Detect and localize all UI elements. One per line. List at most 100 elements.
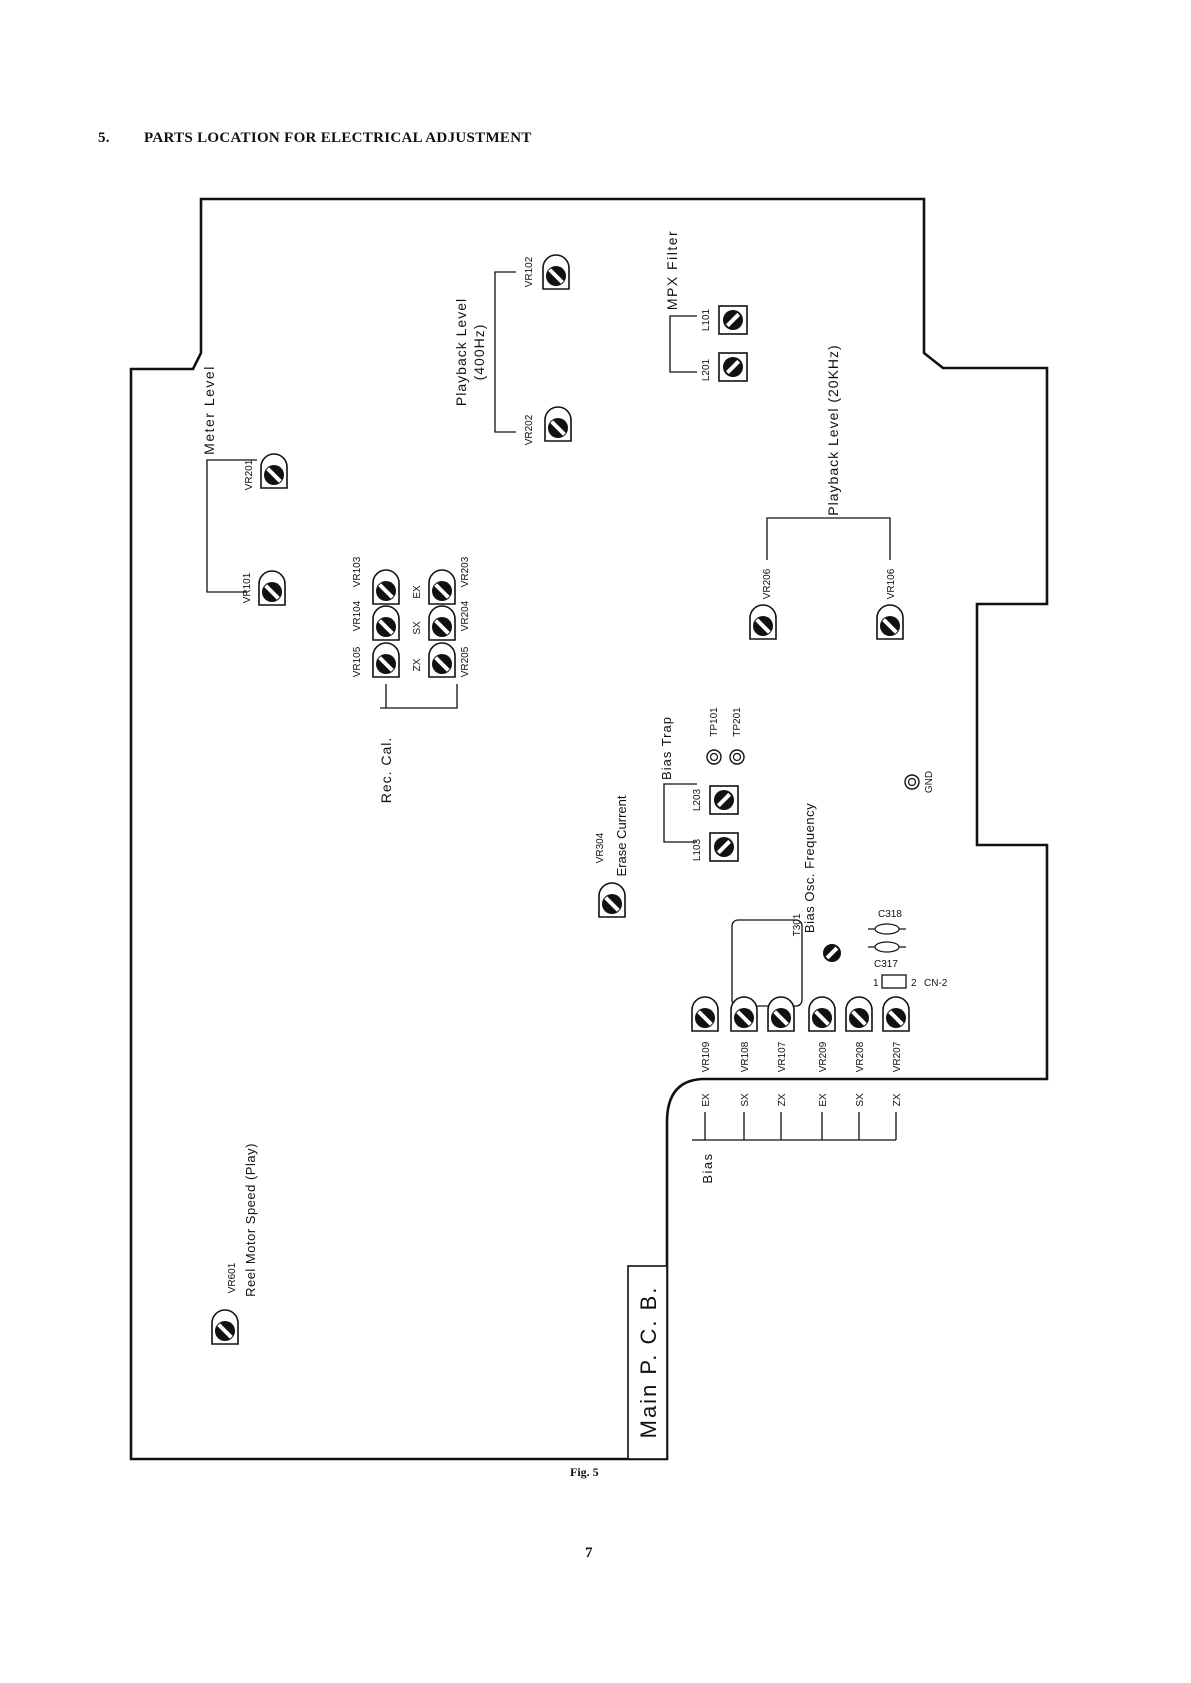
vr304-trimmer-icon — [598, 882, 626, 918]
playback-20k-bracket — [766, 517, 891, 560]
bias-osc-label: Bias Osc. Frequency — [802, 803, 817, 933]
vr202-label: VR202 — [524, 414, 535, 445]
vr104-label: VR104 — [352, 600, 363, 631]
c317-capacitor-icon — [868, 941, 906, 953]
board-label-box — [627, 1265, 668, 1460]
meter-level-bracket — [206, 459, 257, 593]
meter-level-label: Meter Level — [201, 365, 217, 455]
l203-coil-icon — [709, 785, 739, 815]
playback-400-line1: Playback Level — [453, 298, 469, 406]
bias-sx2-label: SX — [855, 1093, 866, 1107]
vr107-trimmer-icon — [767, 996, 795, 1032]
bias-ex2-label: EX — [818, 1093, 829, 1107]
bias-trap-label: Bias Trap — [659, 716, 674, 780]
c318-label: C318 — [878, 909, 902, 920]
sx-label: SX — [412, 621, 423, 635]
gnd-testpoint-icon — [904, 774, 920, 790]
bias-bracket — [704, 1112, 897, 1141]
bias-ex1-label: EX — [701, 1093, 712, 1107]
l201-coil-icon — [718, 352, 748, 382]
section-heading: 5. PARTS LOCATION FOR ELECTRICAL ADJUSTME… — [98, 130, 532, 147]
cn2-label: CN-2 — [924, 978, 948, 989]
vr207-trimmer-icon — [882, 996, 910, 1032]
vr106-label: VR106 — [886, 568, 897, 599]
cn2-connector-icon — [881, 974, 907, 989]
vr105-label: VR105 — [352, 646, 363, 677]
tp101-testpoint-icon — [706, 749, 722, 765]
reel-motor-label: Reel Motor Speed (Play) — [243, 1143, 258, 1297]
tp101-label: TP101 — [709, 707, 720, 737]
vr109-trimmer-icon — [691, 996, 719, 1032]
vr105-trimmer-icon — [372, 642, 400, 678]
vr206-trimmer-icon — [749, 604, 777, 640]
tp201-testpoint-icon — [729, 749, 745, 765]
rec-cal-label: Rec. Cal. — [378, 737, 394, 804]
rec-cal-bracket — [380, 684, 458, 709]
zx-label: ZX — [412, 658, 423, 671]
cn2-pin2-label: 2 — [911, 978, 917, 989]
board-label: Main P. C. B. — [636, 1286, 661, 1439]
vr103-label: VR103 — [352, 556, 363, 587]
bias-zx1-label: ZX — [777, 1093, 788, 1106]
vr601-label: VR601 — [227, 1262, 238, 1293]
vr101-label: VR101 — [242, 572, 253, 603]
vr109-label: VR109 — [701, 1041, 712, 1072]
vr203-trimmer-icon — [428, 569, 456, 605]
l103-label: L103 — [692, 838, 703, 861]
vr104-trimmer-icon — [372, 605, 400, 641]
vr204-trimmer-icon — [428, 605, 456, 641]
vr209-trimmer-icon — [808, 996, 836, 1032]
vr108-trimmer-icon — [730, 996, 758, 1032]
figure-caption: Fig. 5 — [570, 1465, 599, 1479]
l203-label: L203 — [692, 788, 703, 811]
cn2-pin1-label: 1 — [873, 978, 879, 989]
vr205-label: VR205 — [460, 646, 471, 677]
vr201-label: VR201 — [244, 459, 255, 490]
gnd-label: GND — [924, 771, 935, 793]
l101-coil-icon — [718, 305, 748, 335]
vr208-trimmer-icon — [845, 996, 873, 1032]
vr102-label: VR102 — [524, 256, 535, 287]
bias-sx1-label: SX — [740, 1093, 751, 1107]
vr204-label: VR204 — [460, 600, 471, 631]
tp201-label: TP201 — [732, 707, 743, 737]
vr201-trimmer-icon — [260, 453, 288, 489]
playback-400-bracket — [494, 271, 516, 433]
vr107-label: VR107 — [777, 1041, 788, 1072]
vr601-trimmer-icon — [211, 1309, 239, 1345]
vr101-trimmer-icon — [258, 570, 286, 606]
board-outline — [129, 197, 1049, 1461]
c317-label: C317 — [874, 959, 898, 970]
bias-trap-bracket — [663, 783, 697, 843]
vr209-label: VR209 — [818, 1041, 829, 1072]
erase-current-label: Erase Current — [614, 795, 629, 876]
vr206-label: VR206 — [762, 568, 773, 599]
playback-400-line2: (400Hz) — [471, 324, 487, 381]
mpx-filter-label: MPX Filter — [664, 230, 680, 310]
vr202-trimmer-icon — [544, 406, 572, 442]
t301-outline — [731, 919, 803, 1007]
l201-label: L201 — [701, 358, 712, 381]
vr103-trimmer-icon — [372, 569, 400, 605]
vr207-label: VR207 — [892, 1041, 903, 1072]
vr203-label: VR203 — [460, 556, 471, 587]
vr102-trimmer-icon — [542, 254, 570, 290]
section-title: PARTS LOCATION FOR ELECTRICAL ADJUSTMENT — [144, 130, 532, 146]
playback-20k-label: Playback Level (20KHz) — [825, 344, 841, 515]
vr208-label: VR208 — [855, 1041, 866, 1072]
bias-zx2-label: ZX — [892, 1093, 903, 1106]
l103-coil-icon — [709, 832, 739, 862]
mpx-filter-bracket — [669, 315, 697, 373]
vr205-trimmer-icon — [428, 642, 456, 678]
vr304-label: VR304 — [595, 832, 606, 863]
vr108-label: VR108 — [740, 1041, 751, 1072]
page-number: 7 — [585, 1545, 593, 1561]
bias-label: Bias — [700, 1152, 715, 1183]
ex-label: EX — [412, 585, 423, 599]
section-number: 5. — [98, 130, 110, 146]
c318-capacitor-icon — [868, 923, 906, 935]
t301-core-icon — [823, 944, 841, 962]
vr106-trimmer-icon — [876, 604, 904, 640]
t301-label: T301 — [792, 913, 803, 936]
